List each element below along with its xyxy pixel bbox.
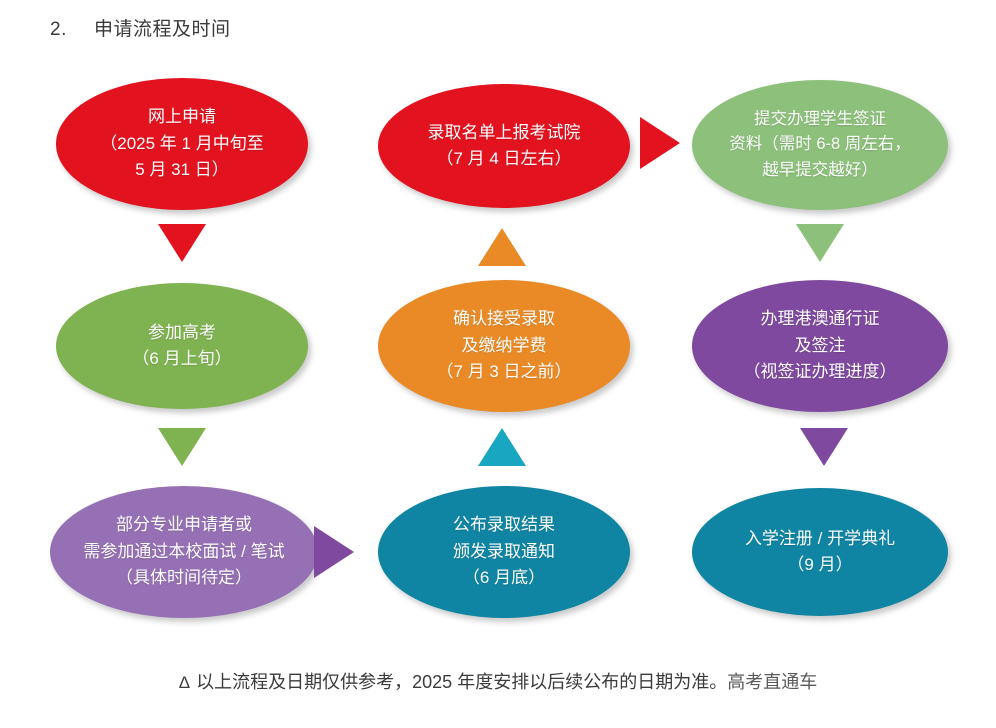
flow-node-gaokao-exam[interactable]: 参加高考 （6 月上旬）	[56, 283, 308, 409]
flow-node-interview-written-test[interactable]: 部分专业申请者或 需参加通过本校面试 / 笔试 （具体时间待定）	[50, 486, 318, 618]
arrow-up-icon	[478, 228, 526, 266]
flow-node-line: 及签注	[794, 335, 846, 355]
flow-node-line: （6 月底）	[462, 568, 546, 588]
page-title-text: 申请流程及时间	[94, 19, 231, 40]
footnote-source: 高考直通车	[727, 672, 818, 692]
flow-node-line: 越早提交越好）	[762, 160, 878, 179]
footnote: Δ 以上流程及日期仅供参考，2025 年度安排以后续公布的日期为准。高考直通车	[0, 668, 996, 694]
flow-node-line: 颁发录取通知	[453, 541, 555, 561]
flow-node-line: 网上申请	[148, 107, 216, 127]
flow-node-line: 及缴纳学费	[461, 335, 547, 355]
flow-node-student-visa-materials[interactable]: 提交办理学生签证 资料（需时 6-8 周左右， 越早提交越好）	[692, 80, 948, 210]
flow-node-admission-list-report[interactable]: 录取名单上报考试院 （7 月 4 日左右）	[378, 84, 630, 208]
page-title: 2. 申请流程及时间	[50, 14, 231, 41]
flow-node-line: 5 月 31 日）	[135, 160, 229, 180]
flow-node-enrollment-ceremony[interactable]: 入学注册 / 开学典礼 （9 月）	[692, 488, 948, 616]
flow-node-line: （9 月）	[787, 555, 853, 574]
page-title-number: 2.	[50, 19, 67, 40]
flow-node-line: 参加高考	[148, 322, 216, 342]
flow-node-line: 资料（需时 6-8 周左右，	[729, 135, 911, 154]
flow-node-line: 需参加通过本校面试 / 笔试	[83, 541, 285, 561]
footnote-text: 以上流程及日期仅供参考，2025 年度安排以后续公布的日期为准。	[196, 672, 728, 692]
flow-node-line: （2025 年 1 月中旬至	[100, 133, 264, 153]
arrow-down-icon	[800, 428, 848, 466]
flow-node-line: （7 月 4 日左右）	[436, 149, 572, 168]
arrow-right-icon	[640, 117, 680, 169]
flow-node-line: （具体时间待定）	[116, 568, 252, 588]
flow-node-line: （6 月上旬）	[132, 349, 232, 368]
triangle-mark-icon: Δ	[178, 673, 191, 692]
flow-node-line: 录取名单上报考试院	[427, 122, 581, 142]
flow-node-line: （视签证办理进度）	[743, 362, 897, 382]
flow-node-online-application[interactable]: 网上申请 （2025 年 1 月中旬至 5 月 31 日）	[56, 78, 308, 210]
arrow-down-icon	[796, 224, 844, 262]
flow-node-line: 入学注册 / 开学典礼	[744, 528, 896, 548]
arrow-down-icon	[158, 224, 206, 262]
arrow-up-icon	[478, 428, 526, 466]
flow-node-line: 提交办理学生签证	[754, 109, 886, 128]
flow-node-publish-results[interactable]: 公布录取结果 颁发录取通知 （6 月底）	[378, 486, 630, 618]
flow-node-line: 部分专业申请者或	[116, 515, 252, 535]
flow-node-line: 确认接受录取	[453, 309, 555, 329]
arrow-down-icon	[158, 428, 206, 466]
flow-node-line: （7 月 3 日之前）	[436, 362, 572, 382]
flow-node-hk-macau-permit[interactable]: 办理港澳通行证 及签注 （视签证办理进度）	[692, 280, 948, 412]
arrow-right-icon	[314, 526, 354, 578]
flow-node-confirm-and-pay[interactable]: 确认接受录取 及缴纳学费 （7 月 3 日之前）	[378, 280, 630, 412]
flow-node-line: 公布录取结果	[453, 515, 555, 535]
flow-node-line: 办理港澳通行证	[760, 309, 880, 329]
